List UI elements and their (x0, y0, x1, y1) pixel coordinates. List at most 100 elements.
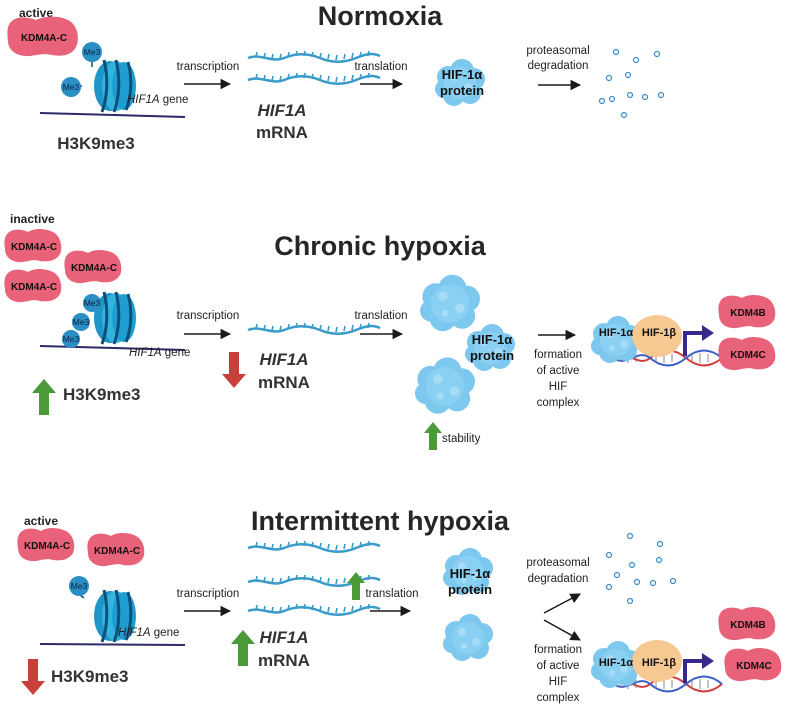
protein-blob-icon (420, 274, 481, 332)
down-arrow-icon (222, 352, 246, 388)
kdm-label: KDM4A-C (71, 263, 117, 274)
mrna-gene-label: HIF1A (259, 628, 308, 647)
protein-label: HIF-1α (450, 566, 491, 581)
gene-label: HIF1A gene (129, 347, 190, 359)
panel-intermittent-hypoxia: Intermittent hypoxia active KDM4A-C KDM4… (17, 506, 782, 704)
formation-label: of active (537, 660, 580, 672)
histone-mark-label: H3K9me3 (51, 667, 129, 686)
svg-text:Me3: Me3 (73, 317, 90, 327)
panel-chronic-hypoxia: Chronic hypoxia inactive KDM4A-C KDM4A-C… (4, 212, 776, 450)
up-arrow-icon (347, 572, 365, 600)
mrna-gene-label: HIF1A (259, 350, 308, 369)
stability-label: stability (442, 433, 481, 445)
kdm-label: KDM4A-C (94, 546, 140, 557)
kdm-enzyme-icon: KDM4A-C (4, 229, 62, 263)
kdm-enzyme-icon: KDM4C (718, 337, 776, 371)
down-arrow-icon (21, 659, 45, 695)
formation-label: formation (534, 644, 582, 656)
protein-label: protein (440, 83, 484, 98)
gene-line (39, 112, 186, 118)
kdm-state-label: inactive (10, 212, 55, 226)
gene-line (39, 643, 186, 646)
panel-title: Chronic hypoxia (274, 231, 487, 261)
kdm-enzyme-icon: KDM4A-C (4, 269, 62, 303)
kdm-enzyme-icon: KDM4A-C (87, 533, 145, 567)
mrna-strand-icon (246, 321, 382, 335)
hif-complex: HIF-1α HIF-1β (591, 640, 723, 693)
formation-label: HIF (549, 381, 568, 393)
formation-label: complex (537, 397, 580, 409)
step-label: proteasomal (526, 557, 589, 569)
flow-arrow (543, 593, 581, 614)
step-label: translation (365, 588, 418, 600)
panel-normoxia: Normoxia active KDM4A-C Me3 Me3 HIF1A ge… (7, 1, 665, 153)
me3-mark-icon (83, 294, 101, 312)
mrna-strand-icon (246, 71, 382, 85)
kdm-state-label: active (24, 514, 58, 528)
gene-label: HIF1A gene (127, 94, 188, 106)
histone-mark-label: H3K9me3 (63, 385, 141, 404)
target-label: KDM4C (730, 350, 766, 361)
formation-label: complex (537, 692, 580, 704)
step-label: transcription (177, 588, 240, 600)
kdm-enzyme-icon: KDM4B (718, 295, 776, 329)
me3-mark-icon (82, 42, 102, 62)
kdm-enzyme-icon: KDM4C (724, 648, 782, 682)
hif1a-label: HIF-1α (599, 327, 634, 339)
target-label: KDM4B (730, 620, 766, 631)
mrna-strand-icon (246, 602, 382, 616)
mrna-label: mRNA (258, 651, 310, 670)
mrna-label: mRNA (256, 123, 308, 142)
kdm-label: KDM4A-C (11, 242, 57, 253)
me3-mark-icon (61, 77, 81, 97)
up-arrow-icon (32, 379, 56, 415)
formation-label: formation (534, 349, 582, 361)
kdm-label: KDM4A-C (24, 541, 70, 552)
hif1b-label: HIF-1β (642, 657, 677, 669)
step-label: transcription (177, 61, 240, 73)
svg-text:Me3: Me3 (84, 298, 101, 308)
formation-label: of active (537, 365, 580, 377)
degradation-dots-icon (598, 48, 665, 119)
kdm-enzyme-icon: KDM4A-C (17, 528, 75, 562)
svg-text:Me3: Me3 (84, 47, 101, 57)
hif1b-icon (632, 315, 682, 357)
svg-text:Me3: Me3 (63, 334, 80, 344)
hif-complex: HIF-1α HIF-1β (591, 315, 723, 367)
step-label: translation (354, 310, 407, 322)
step-label: degradation (528, 60, 589, 72)
protein-blob-icon (415, 357, 476, 414)
up-arrow-icon (424, 422, 442, 450)
step-label: transcription (177, 310, 240, 322)
histone-mark-label: H3K9me3 (57, 134, 135, 153)
svg-text:Me3: Me3 (63, 82, 80, 92)
me3-mark-icon (72, 313, 90, 331)
panel-title: Normoxia (318, 1, 444, 31)
degradation-dots-icon (605, 532, 677, 605)
panel-title: Intermittent hypoxia (251, 506, 510, 536)
hif1b-icon (632, 640, 682, 682)
hif1b-label: HIF-1β (642, 327, 677, 339)
promoter-arrow-icon (683, 659, 704, 683)
mrna-gene-label: HIF1A (257, 101, 306, 120)
target-label: KDM4C (736, 661, 772, 672)
gene-line (39, 345, 186, 351)
kdm-enzyme-icon: KDM4A-C (64, 250, 122, 284)
mrna-label: mRNA (258, 373, 310, 392)
protein-label: HIF-1α (472, 332, 513, 347)
hif1a-label: HIF-1α (599, 657, 634, 669)
protein-label: protein (470, 348, 514, 363)
me3-mark-icon (62, 330, 80, 348)
svg-text:Me3: Me3 (71, 581, 88, 591)
kdm-label: KDM4A-C (21, 33, 67, 44)
mrna-strand-icon (246, 539, 382, 553)
promoter-arrow-icon (683, 331, 704, 356)
kdm-enzyme-icon: KDM4B (718, 607, 776, 641)
flow-arrow (543, 619, 581, 641)
kdm-enzyme-icon: KDM4A-C (7, 16, 78, 57)
target-label: KDM4B (730, 308, 766, 319)
me3-mark-icon (69, 576, 89, 596)
up-arrow-icon (231, 630, 255, 666)
step-label: translation (354, 61, 407, 73)
